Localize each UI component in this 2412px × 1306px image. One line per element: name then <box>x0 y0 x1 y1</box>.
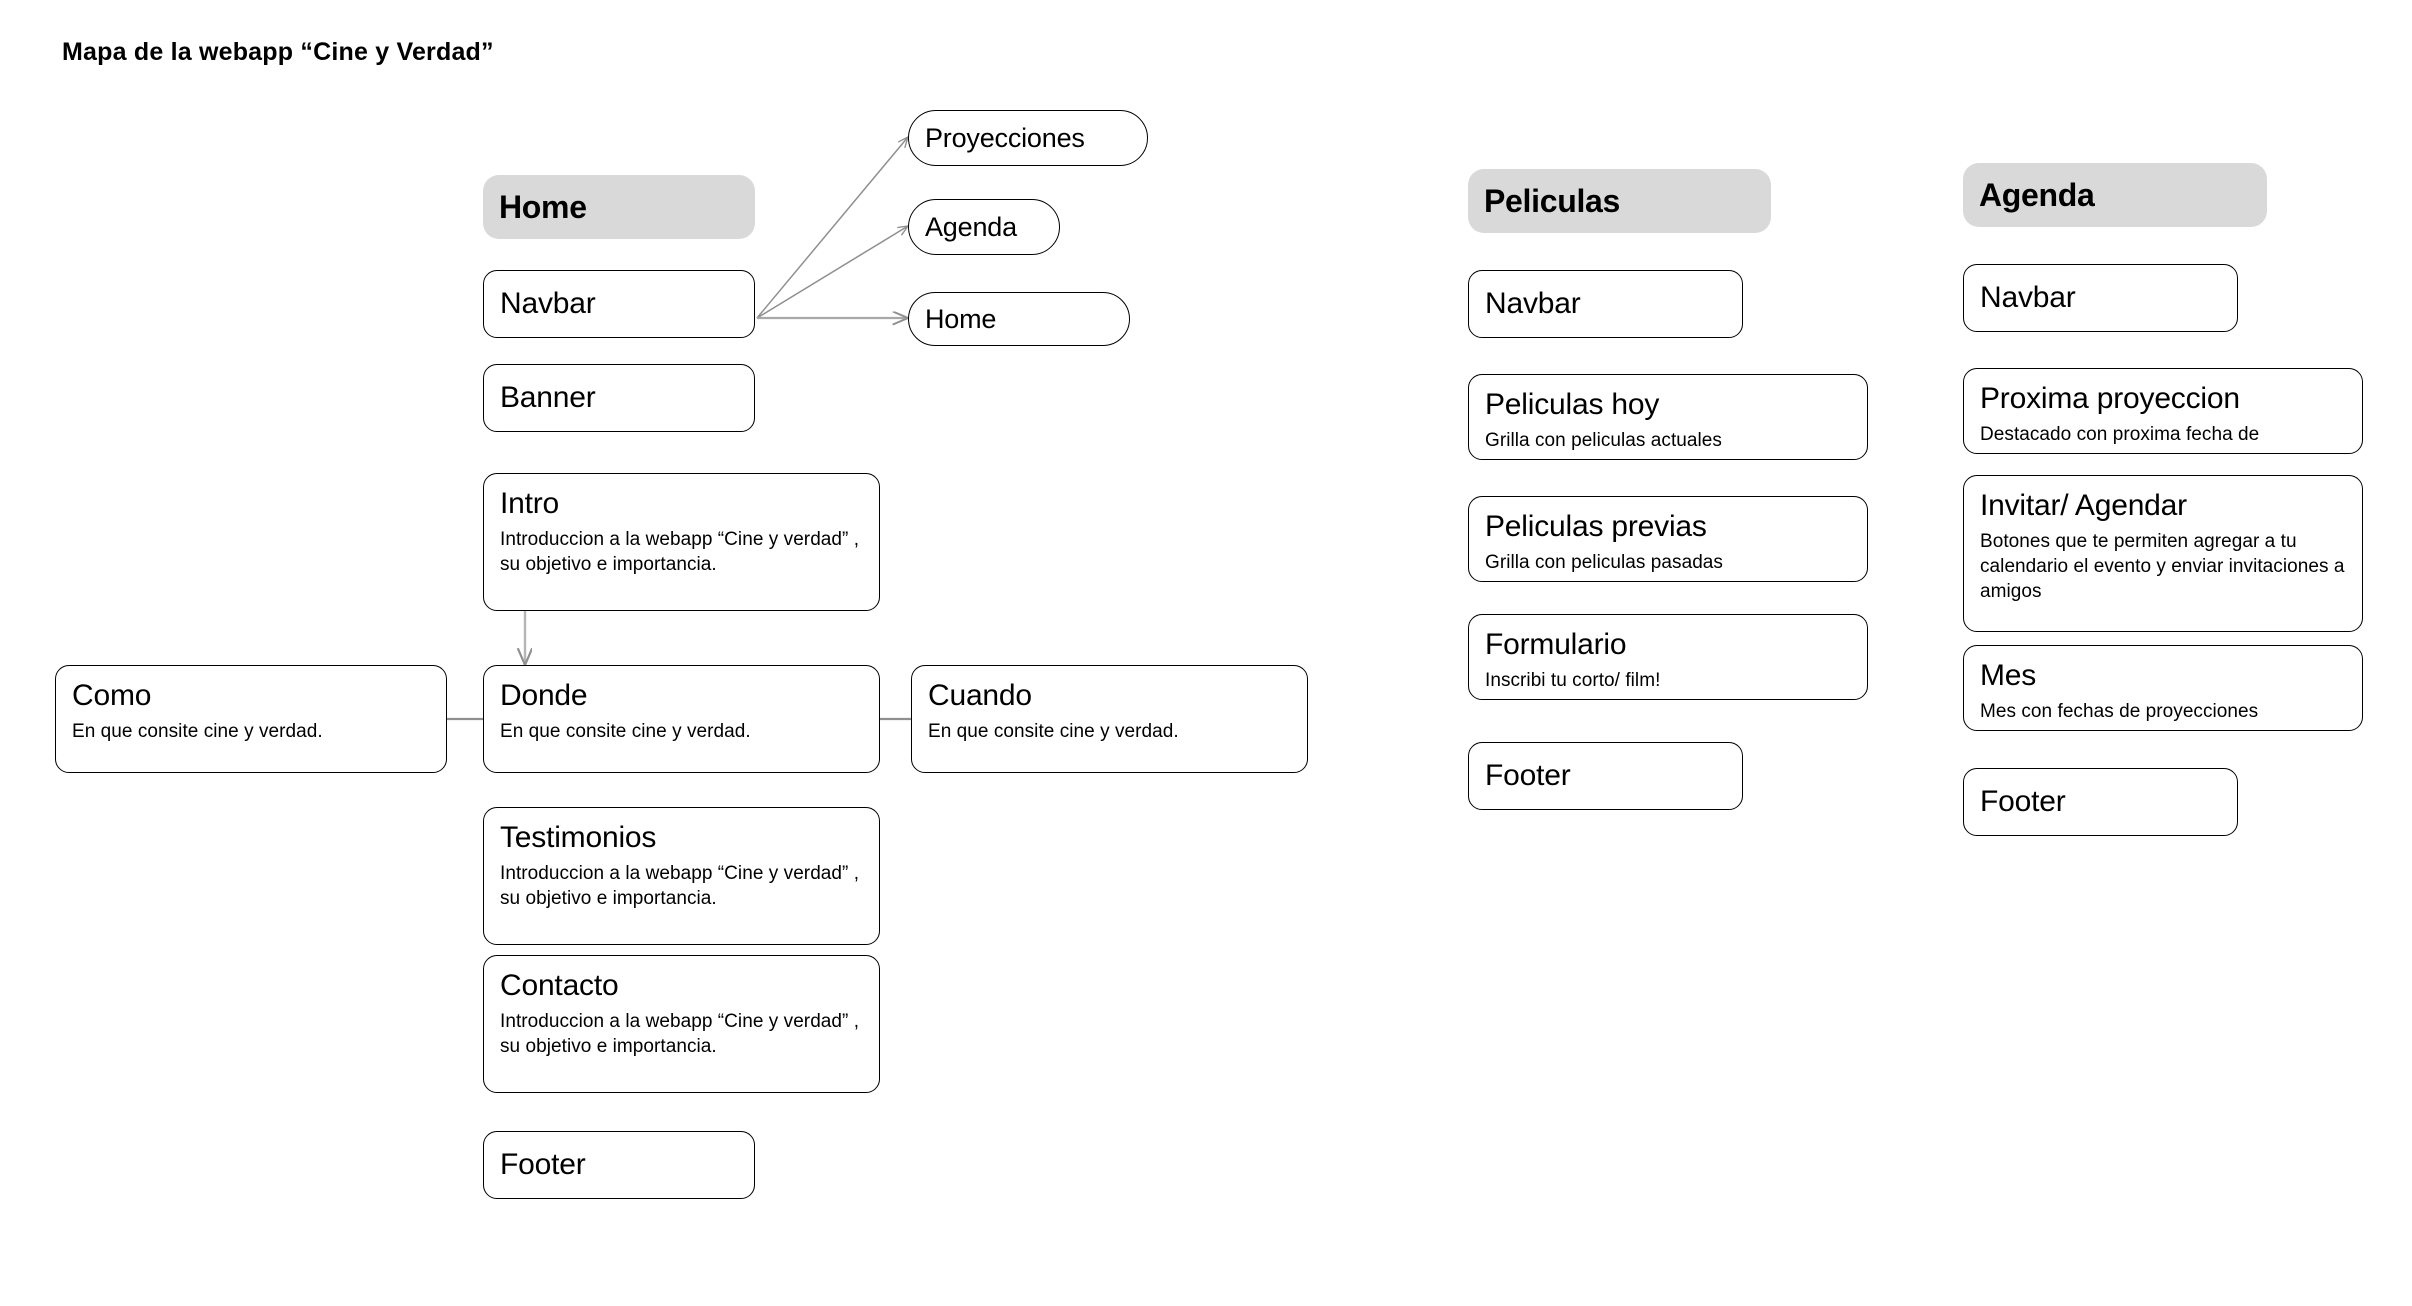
column-header-agenda-label: Agenda <box>1979 176 2095 213</box>
connector-navbar-to-agenda <box>756 226 908 319</box>
connector-navbar-to-proyecciones <box>756 137 908 319</box>
node-home-footer-title: Footer <box>500 1148 586 1182</box>
node-home-testimonios[interactable]: Testimonios Introduccion a la webapp “Ci… <box>483 807 880 945</box>
node-home-como[interactable]: Como En que consite cine y verdad. <box>55 665 447 773</box>
node-pel-hoy-desc: Grilla con peliculas actuales <box>1485 429 1722 451</box>
node-home-navbar[interactable]: Navbar <box>483 270 755 338</box>
node-home-como-desc: En que consite cine y verdad. <box>72 720 323 742</box>
node-ag-mes-title: Mes <box>1980 659 2037 692</box>
node-pel-navbar-title: Navbar <box>1485 287 1581 321</box>
column-header-home[interactable]: Home <box>483 175 755 239</box>
node-pel-navbar[interactable]: Navbar <box>1468 270 1743 338</box>
node-home-testimonios-desc: Introduccion a la webapp “Cine y verdad”… <box>500 862 860 909</box>
node-home-banner[interactable]: Banner <box>483 364 755 432</box>
node-ag-footer[interactable]: Footer <box>1963 768 2238 836</box>
node-pel-formulario-title: Formulario <box>1485 628 1627 661</box>
node-ag-mes-desc: Mes con fechas de proyecciones <box>1980 700 2259 722</box>
node-pel-footer[interactable]: Footer <box>1468 742 1743 810</box>
node-home-intro-title: Intro <box>500 487 560 520</box>
node-ag-invitar-title: Invitar/ Agendar <box>1980 489 2187 522</box>
node-home-contacto-desc: Introduccion a la webapp “Cine y verdad”… <box>500 1010 860 1057</box>
node-home-donde-title: Donde <box>500 679 588 712</box>
node-ag-proxima[interactable]: Proxima proyeccion Destacado con proxima… <box>1963 368 2363 454</box>
node-ag-proxima-desc: Destacado con proxima fecha de <box>1980 423 2260 445</box>
column-header-peliculas-label: Peliculas <box>1484 182 1621 219</box>
page-title: Mapa de la webapp “Cine y Verdad” <box>62 38 494 66</box>
column-header-peliculas[interactable]: Peliculas <box>1468 169 1771 233</box>
node-pel-hoy[interactable]: Peliculas hoy Grilla con peliculas actua… <box>1468 374 1868 460</box>
node-ag-proxima-title: Proxima proyeccion <box>1980 382 2240 415</box>
node-ag-mes[interactable]: Mes Mes con fechas de proyecciones <box>1963 645 2363 731</box>
nav-link-home-label: Home <box>925 303 997 334</box>
node-ag-invitar[interactable]: Invitar/ Agendar Botones que te permiten… <box>1963 475 2363 632</box>
nav-link-agenda[interactable]: Agenda <box>908 199 1060 255</box>
node-pel-footer-title: Footer <box>1485 759 1571 793</box>
node-home-intro-desc: Introduccion a la webapp “Cine y verdad”… <box>500 528 860 575</box>
node-home-contacto[interactable]: Contacto Introduccion a la webapp “Cine … <box>483 955 880 1093</box>
node-pel-previas-desc: Grilla con peliculas pasadas <box>1485 551 1723 573</box>
node-home-intro[interactable]: Intro Introduccion a la webapp “Cine y v… <box>483 473 880 611</box>
node-ag-navbar[interactable]: Navbar <box>1963 264 2238 332</box>
node-pel-formulario-desc: Inscribi tu corto/ film! <box>1485 669 1661 691</box>
node-ag-invitar-desc: Botones que te permiten agregar a tu cal… <box>1980 530 2345 603</box>
column-header-agenda[interactable]: Agenda <box>1963 163 2267 227</box>
nav-link-proyecciones[interactable]: Proyecciones <box>908 110 1148 166</box>
node-home-cuando[interactable]: Cuando En que consite cine y verdad. <box>911 665 1308 773</box>
node-pel-previas-title: Peliculas previas <box>1485 510 1707 543</box>
node-ag-footer-title: Footer <box>1980 785 2066 819</box>
node-ag-navbar-title: Navbar <box>1980 281 2076 315</box>
node-pel-formulario[interactable]: Formulario Inscribi tu corto/ film! <box>1468 614 1868 700</box>
node-pel-previas[interactable]: Peliculas previas Grilla con peliculas p… <box>1468 496 1868 582</box>
node-home-como-title: Como <box>72 679 152 712</box>
nav-link-proyecciones-label: Proyecciones <box>925 122 1085 153</box>
node-pel-hoy-title: Peliculas hoy <box>1485 388 1660 421</box>
node-home-donde-desc: En que consite cine y verdad. <box>500 720 751 742</box>
nav-link-home[interactable]: Home <box>908 292 1130 346</box>
nav-link-agenda-label: Agenda <box>925 211 1017 242</box>
node-home-footer[interactable]: Footer <box>483 1131 755 1199</box>
node-home-navbar-title: Navbar <box>500 287 596 321</box>
node-home-cuando-desc: En que consite cine y verdad. <box>928 720 1179 742</box>
node-home-cuando-title: Cuando <box>928 679 1032 712</box>
node-home-contacto-title: Contacto <box>500 969 619 1002</box>
node-home-testimonios-title: Testimonios <box>500 821 657 854</box>
node-home-donde[interactable]: Donde En que consite cine y verdad. <box>483 665 880 773</box>
column-header-home-label: Home <box>499 188 587 225</box>
node-home-banner-title: Banner <box>500 381 596 415</box>
